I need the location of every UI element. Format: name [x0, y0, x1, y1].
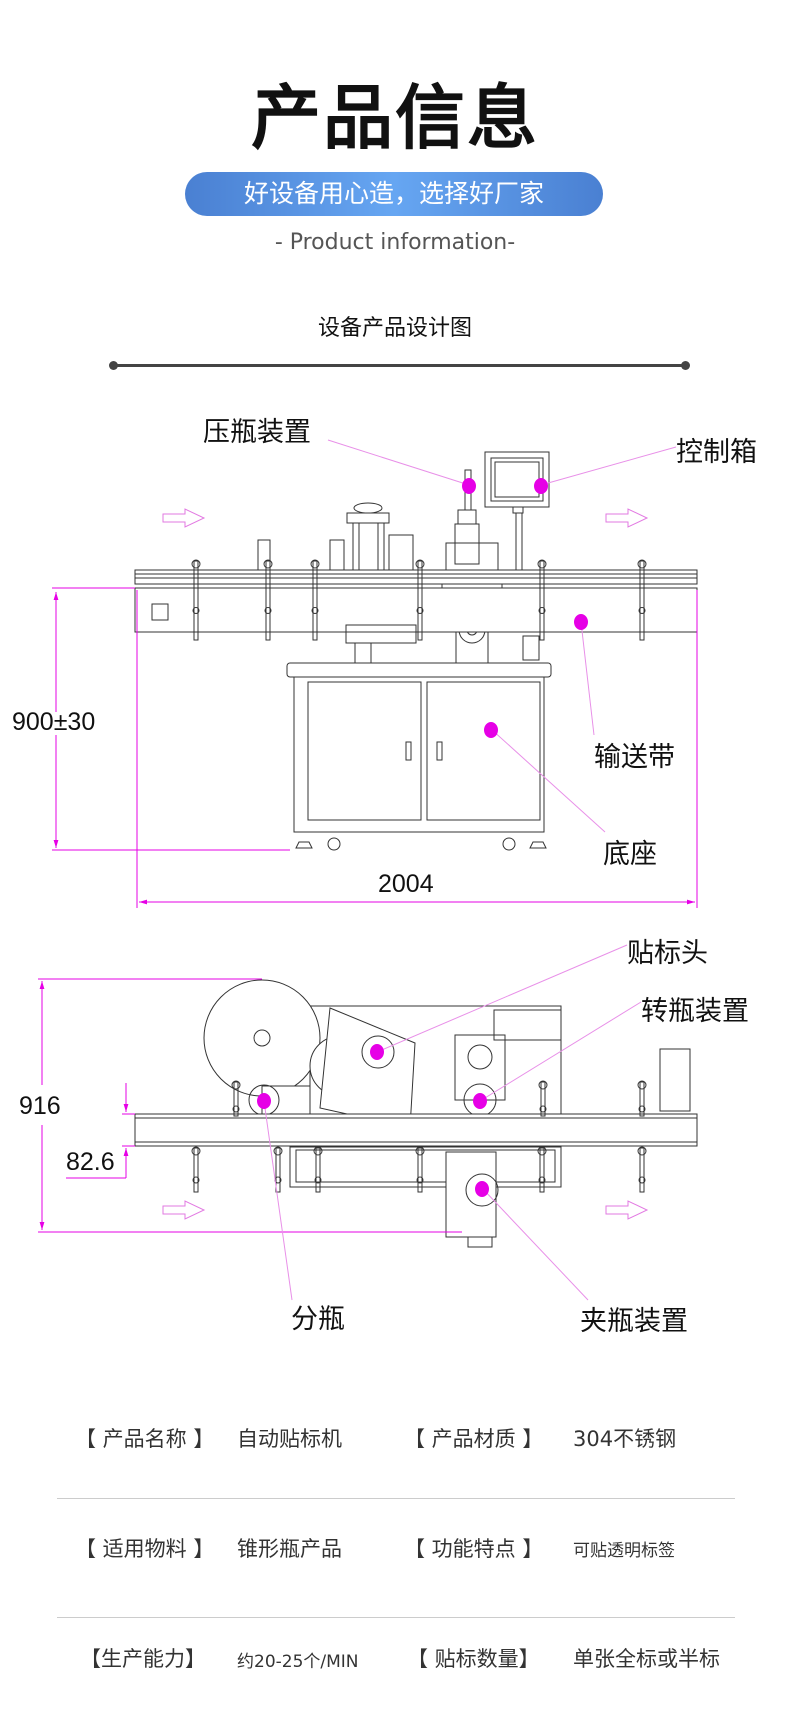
- label-control-box: 控制箱: [676, 437, 757, 468]
- guide-post-group: [191, 559, 647, 641]
- spec-label: 【 产品材质 】: [404, 1427, 544, 1451]
- design-drawings: 900±30 2004 压瓶装置 控制箱 输送带 底座: [12, 417, 757, 1337]
- length-dimension: 2004: [378, 870, 434, 898]
- marker-dot: [257, 1093, 271, 1109]
- width-dimension: 916: [19, 1092, 61, 1120]
- guide-post: [263, 559, 273, 641]
- slogan-badge: 好设备用心造，选择好厂家: [185, 172, 603, 216]
- marker-dot: [475, 1181, 489, 1197]
- spec-value: 可贴透明标签: [573, 1541, 675, 1561]
- label-conveyor: 输送带: [594, 742, 675, 773]
- guide-post: [637, 1080, 647, 1117]
- marker-dot: [462, 478, 476, 494]
- subtitle: - Product information-: [274, 230, 516, 255]
- conveyor-band: [134, 1113, 698, 1147]
- spec-label: 【 产品名称 】: [75, 1427, 215, 1451]
- guide-post: [637, 1146, 647, 1193]
- spec-label: 【 贴标数量】: [407, 1647, 540, 1671]
- spec-value: 约20-25个/MIN: [237, 1652, 359, 1672]
- flow-arrow-icon: [605, 1200, 649, 1220]
- label-base: 底座: [603, 839, 657, 870]
- guide-post-group: [191, 1080, 647, 1193]
- front-view-drawing: [134, 451, 698, 851]
- spec-label: 【 适用物料 】: [75, 1537, 215, 1561]
- top-view-drawing: [134, 979, 698, 1248]
- guide-post: [191, 559, 201, 641]
- flow-arrow-icon: [162, 508, 206, 528]
- guide-post: [538, 1080, 548, 1117]
- front-leader-lines: [327, 439, 677, 833]
- marker-dot: [473, 1093, 487, 1109]
- guide-post: [313, 1146, 323, 1193]
- guide-post: [415, 1146, 425, 1193]
- marker-dot: [534, 478, 548, 494]
- flow-arrow-icon: [605, 508, 649, 528]
- label-bottle-separating: 分瓶: [291, 1304, 345, 1335]
- top-view-dimensions: [38, 978, 462, 1233]
- spec-value: 自动贴标机: [237, 1427, 342, 1451]
- row-divider: [57, 1498, 735, 1499]
- spec-label: 【 功能特点 】: [404, 1537, 544, 1561]
- flow-arrow-icon: [162, 1200, 206, 1220]
- offset-dimension: 82.6: [66, 1148, 115, 1176]
- marker-dot: [370, 1044, 384, 1060]
- section-divider: [113, 364, 685, 367]
- guide-post: [273, 1146, 283, 1193]
- spec-value: 单张全标或半标: [573, 1647, 720, 1671]
- guide-post: [310, 559, 320, 641]
- row-divider: [57, 1617, 735, 1618]
- labeling-head-front: [257, 502, 414, 576]
- spec-value: 锥形瓶产品: [237, 1537, 342, 1561]
- guide-post: [191, 1146, 201, 1193]
- guide-post: [537, 1146, 547, 1193]
- divider-dot-right: [681, 361, 690, 370]
- label-bottle-clamping: 夹瓶装置: [580, 1306, 688, 1337]
- top-leader-lines: [263, 944, 642, 1301]
- label-labeling-head: 贴标头: [627, 938, 708, 969]
- front-view-dimensions: [52, 587, 698, 908]
- top-marker-dots: [257, 1044, 489, 1197]
- motor: [659, 1048, 691, 1112]
- divider-dot-left: [109, 361, 118, 370]
- section-title: 设备产品设计图: [317, 316, 472, 341]
- conveyor-rail: [134, 569, 698, 633]
- cabinet-base: [286, 662, 552, 851]
- guide-post: [231, 1080, 241, 1117]
- page-title: 产品信息: [251, 77, 539, 159]
- marker-dot: [484, 722, 498, 738]
- guide-post: [637, 559, 647, 641]
- label-press-bottle: 压瓶装置: [203, 417, 311, 448]
- front-marker-dots: [462, 478, 588, 738]
- label-bottle-rotating: 转瓶装置: [641, 996, 749, 1027]
- spec-value: 304不锈钢: [573, 1427, 677, 1451]
- guide-post: [415, 559, 425, 641]
- marker-dot: [574, 614, 588, 630]
- height-dimension: 900±30: [12, 708, 95, 736]
- control-box: [484, 451, 550, 574]
- guide-post: [537, 559, 547, 641]
- label-reel: [203, 979, 321, 1097]
- spec-label: 【生产能力】: [80, 1647, 206, 1671]
